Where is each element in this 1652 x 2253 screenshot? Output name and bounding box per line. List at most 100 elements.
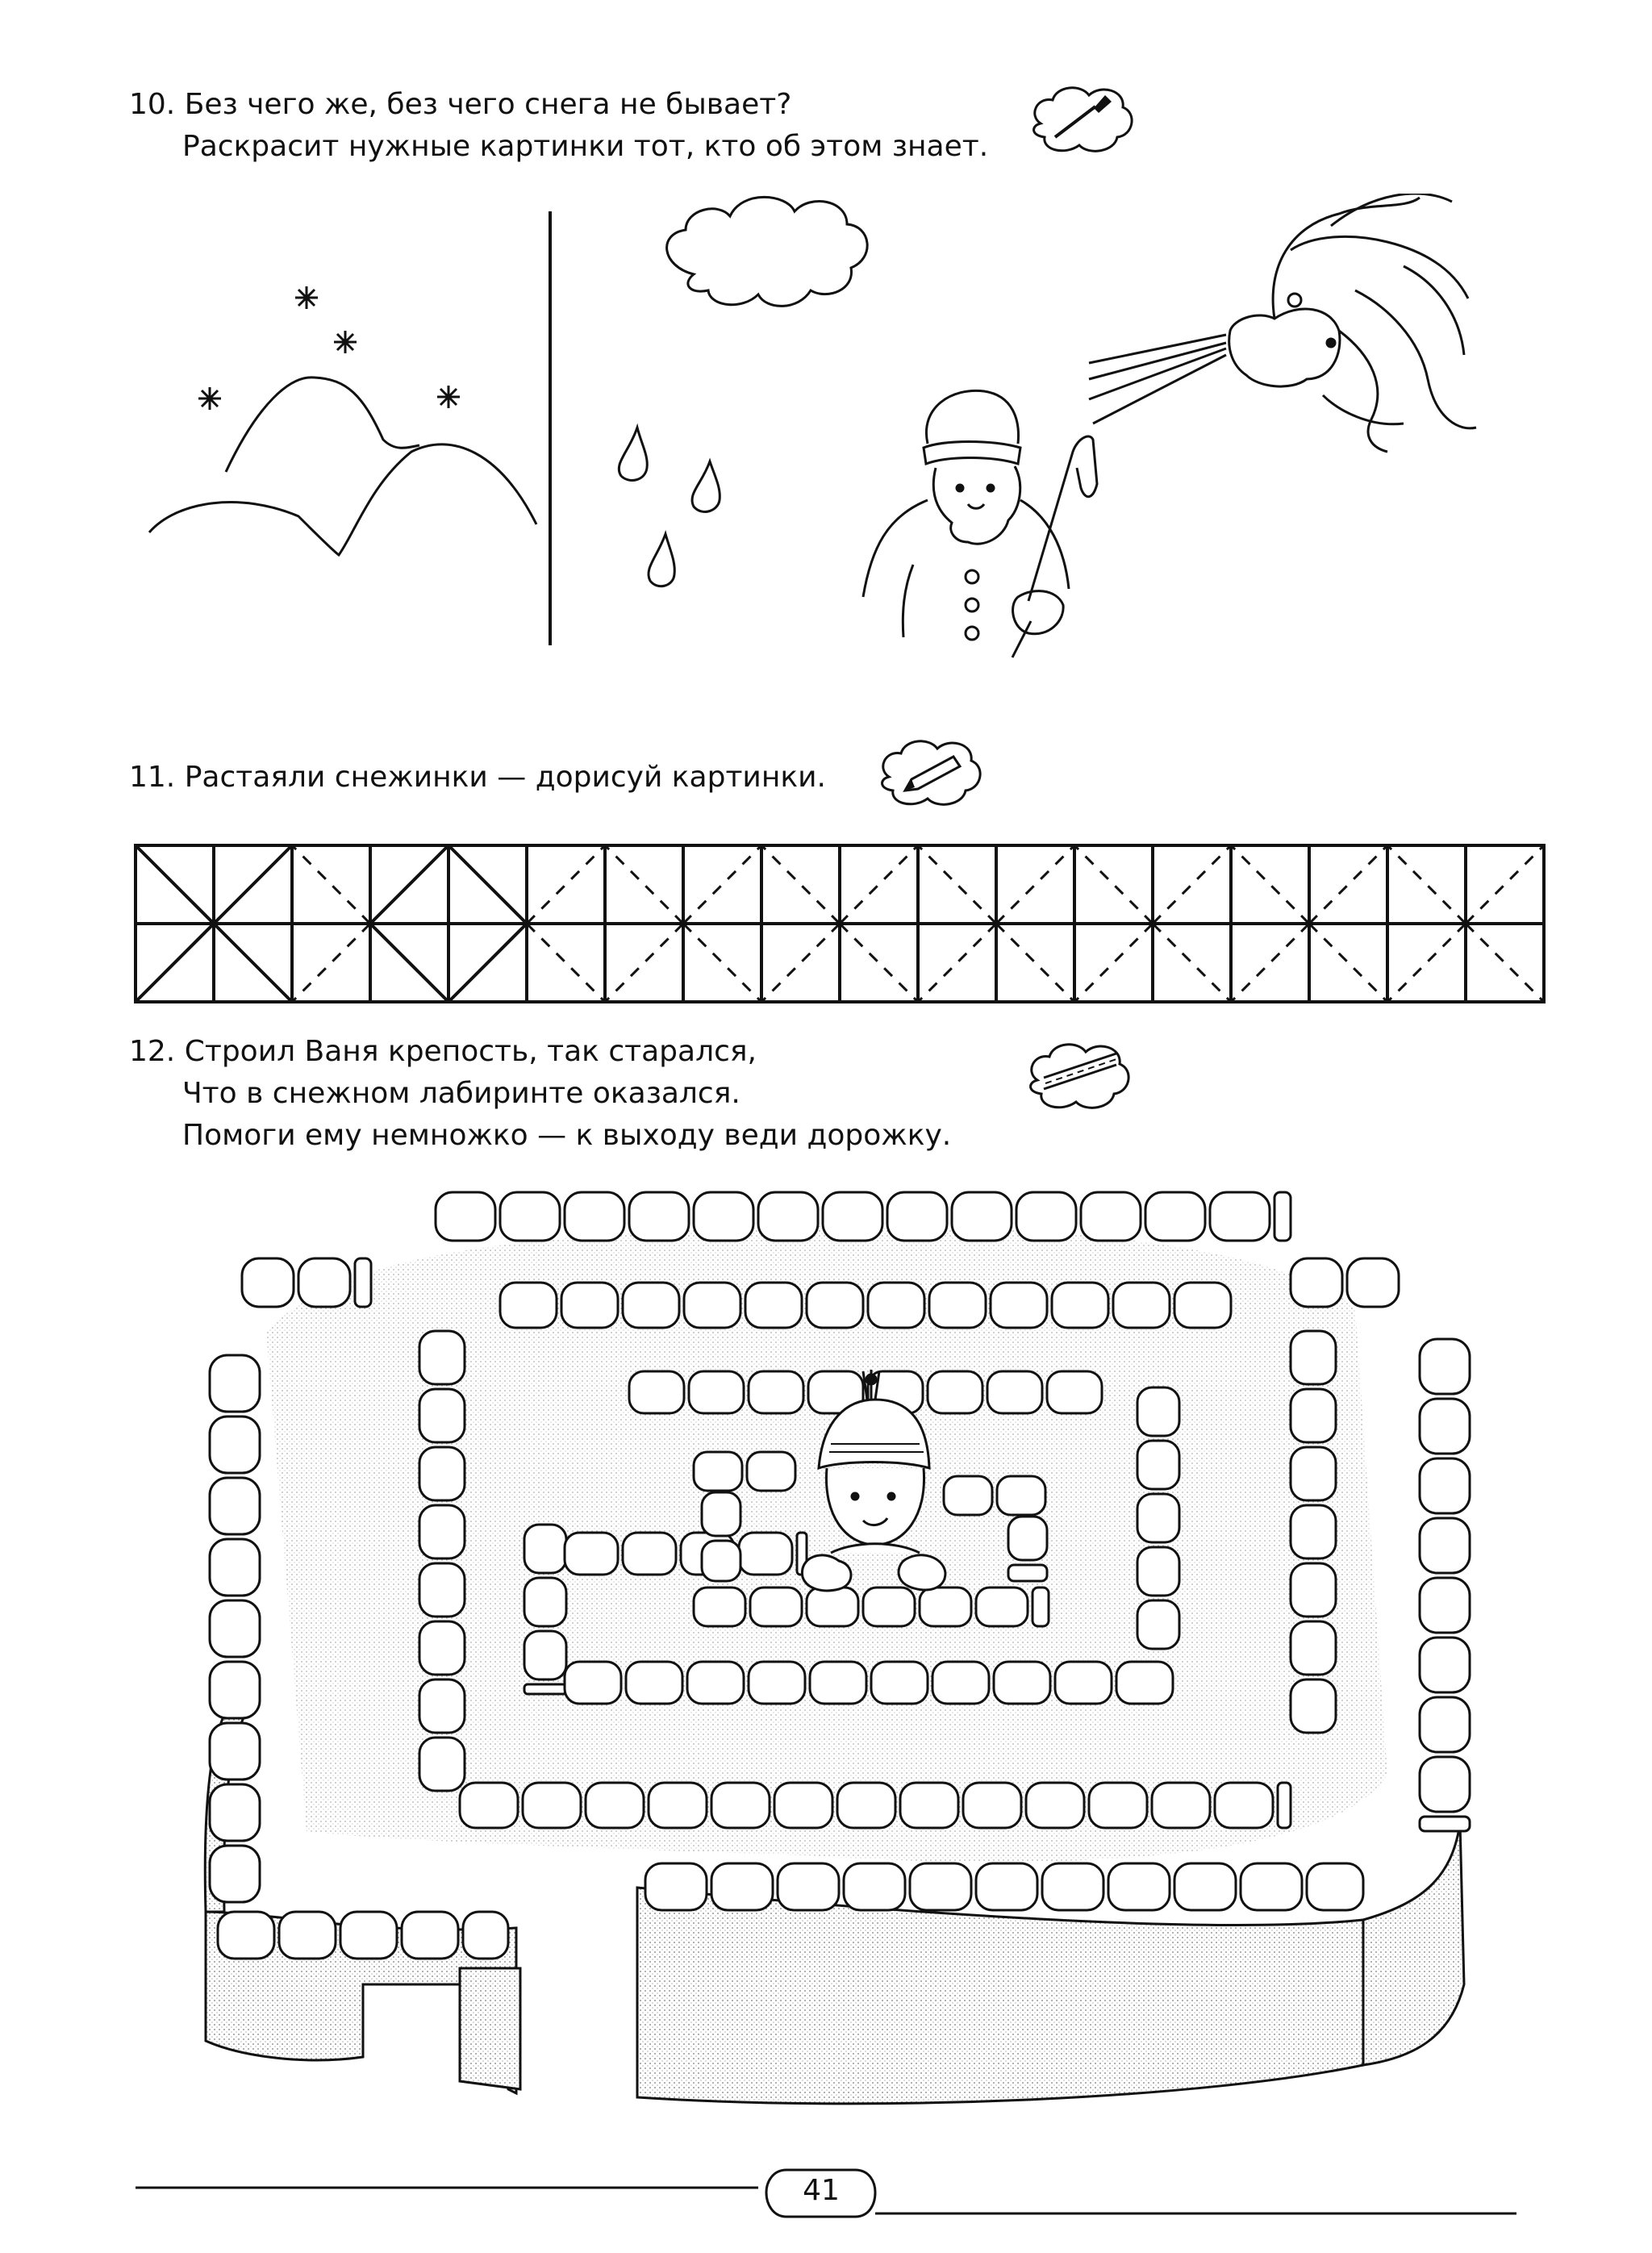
snowflake-ray [369, 922, 450, 1003]
ice-brick [974, 1862, 1039, 1912]
ice-brick [644, 1862, 708, 1912]
ice-brick [1079, 1191, 1142, 1242]
snow-maze-picture[interactable] [0, 1178, 1652, 2105]
ice-brick [700, 1539, 742, 1583]
ice-brick [499, 1191, 561, 1242]
ice-brick [749, 1586, 803, 1628]
ice-brick [757, 1191, 820, 1242]
ice-brick [808, 1660, 868, 1705]
task-10-text: 10. Без чего же, без чего снега не бывае… [129, 84, 988, 168]
snowflake-ray-dashed [1151, 922, 1233, 1003]
ice-brick [1024, 1781, 1086, 1830]
snowflake-ray-dashed [1229, 844, 1311, 925]
ice-brick [621, 1281, 681, 1329]
snowflake-grid[interactable] [0, 839, 1652, 1016]
wind-face-picture[interactable] [1088, 194, 1477, 453]
snowflake-ray-dashed [1229, 922, 1311, 1003]
ice-brick [1031, 1586, 1050, 1628]
ice-brick [1045, 1370, 1103, 1415]
snowflake-ray-dashed [682, 844, 763, 925]
snowflake-ray [447, 922, 528, 1003]
ice-brick [805, 1586, 860, 1628]
snowflake-ray-dashed [838, 844, 920, 925]
ice-brick [523, 1629, 568, 1681]
ice-brick [931, 1660, 991, 1705]
road-icon [1029, 1043, 1130, 1109]
snowflake-ray-dashed [1464, 844, 1546, 925]
ice-brick [807, 1370, 865, 1415]
task-10-illustrations [148, 194, 1477, 658]
ice-brick [745, 1450, 797, 1492]
ice-brick [1418, 1517, 1471, 1575]
ded-moroz-picture[interactable] [861, 389, 1099, 658]
snowflake-ray-dashed [1073, 844, 1154, 925]
ice-brick [1050, 1281, 1110, 1329]
boy-vanya-picture[interactable] [801, 1370, 947, 1592]
ice-brick [950, 1191, 1013, 1242]
page-number: 41 [803, 2174, 840, 2207]
snowflake-ray-dashed [838, 922, 920, 1003]
snowflake-ray-dashed [603, 844, 685, 925]
ice-brick [1345, 1257, 1400, 1308]
ice-brick [1239, 1862, 1304, 1912]
ice-brick [400, 1910, 460, 1960]
task-12-line-3: Помоги ему немножко — к выходу веди доро… [182, 1119, 952, 1152]
snowflake-ray-dashed [995, 922, 1076, 1003]
ice-brick [208, 1721, 261, 1781]
ice-brick [461, 1910, 510, 1960]
ice-brick [1418, 1636, 1471, 1694]
task-11-number: 11. [129, 761, 176, 794]
task-11-text: 11. Растаяли снежинки — дорисуй картинки… [129, 757, 826, 799]
ice-brick [1115, 1660, 1174, 1705]
snowflake-ray-dashed [1386, 844, 1467, 925]
ice-brick [805, 1281, 865, 1329]
ice-brick [1136, 1546, 1181, 1597]
task-12-text: 12. Строил Ваня крепость, так старался, … [129, 1031, 951, 1157]
raindrops-picture[interactable] [617, 423, 721, 588]
ice-brick [1289, 1446, 1337, 1502]
ice-brick [1173, 1281, 1233, 1329]
ice-brick [842, 1862, 907, 1912]
ice-brick [1418, 1815, 1471, 1833]
task-10-number: 10. [129, 88, 176, 121]
task-12-line-2: Что в снежном лабиринте оказался. [182, 1077, 740, 1110]
ice-brick [216, 1910, 276, 1960]
ice-brick [962, 1781, 1023, 1830]
ice-brick [277, 1910, 337, 1960]
ice-brick [942, 1475, 994, 1517]
ice-brick [866, 1281, 926, 1329]
snowy-hills-picture[interactable] [148, 286, 538, 557]
ice-brick [499, 1281, 558, 1329]
snowflake-ray [447, 844, 528, 925]
paintbrush-icon [1032, 86, 1133, 152]
snowflake-ray-dashed [525, 844, 607, 925]
ice-brick [563, 1660, 623, 1705]
ice-brick [908, 1862, 973, 1912]
snowflake-ray-dashed [1308, 922, 1389, 1003]
snowflake-ray-dashed [995, 844, 1076, 925]
ice-brick [628, 1191, 690, 1242]
ice-brick [628, 1370, 686, 1415]
ice-brick [870, 1660, 929, 1705]
ice-brick [418, 1446, 466, 1502]
snowflake-ray-dashed [290, 844, 372, 925]
cloud-picture[interactable] [665, 196, 869, 307]
ice-brick [523, 1683, 568, 1696]
ice-brick [563, 1191, 626, 1242]
snowflake-ray-dashed [916, 922, 998, 1003]
ice-brick [737, 1531, 794, 1576]
ice-brick [1305, 1862, 1365, 1912]
task-11-line-1: Растаяли снежинки — дорисуй картинки. [184, 761, 826, 794]
ice-brick [744, 1281, 803, 1329]
ice-brick [1087, 1781, 1149, 1830]
ice-brick [1418, 1576, 1471, 1634]
ice-brick [1289, 1678, 1337, 1734]
ice-brick [928, 1281, 987, 1329]
ice-brick [861, 1586, 916, 1628]
task-10-line-1: Без чего же, без чего снега не бывает? [184, 88, 792, 121]
ice-brick [700, 1491, 742, 1537]
ice-brick [682, 1281, 742, 1329]
ice-brick [208, 1354, 261, 1413]
ice-brick [523, 1523, 568, 1575]
ice-brick [208, 1415, 261, 1475]
